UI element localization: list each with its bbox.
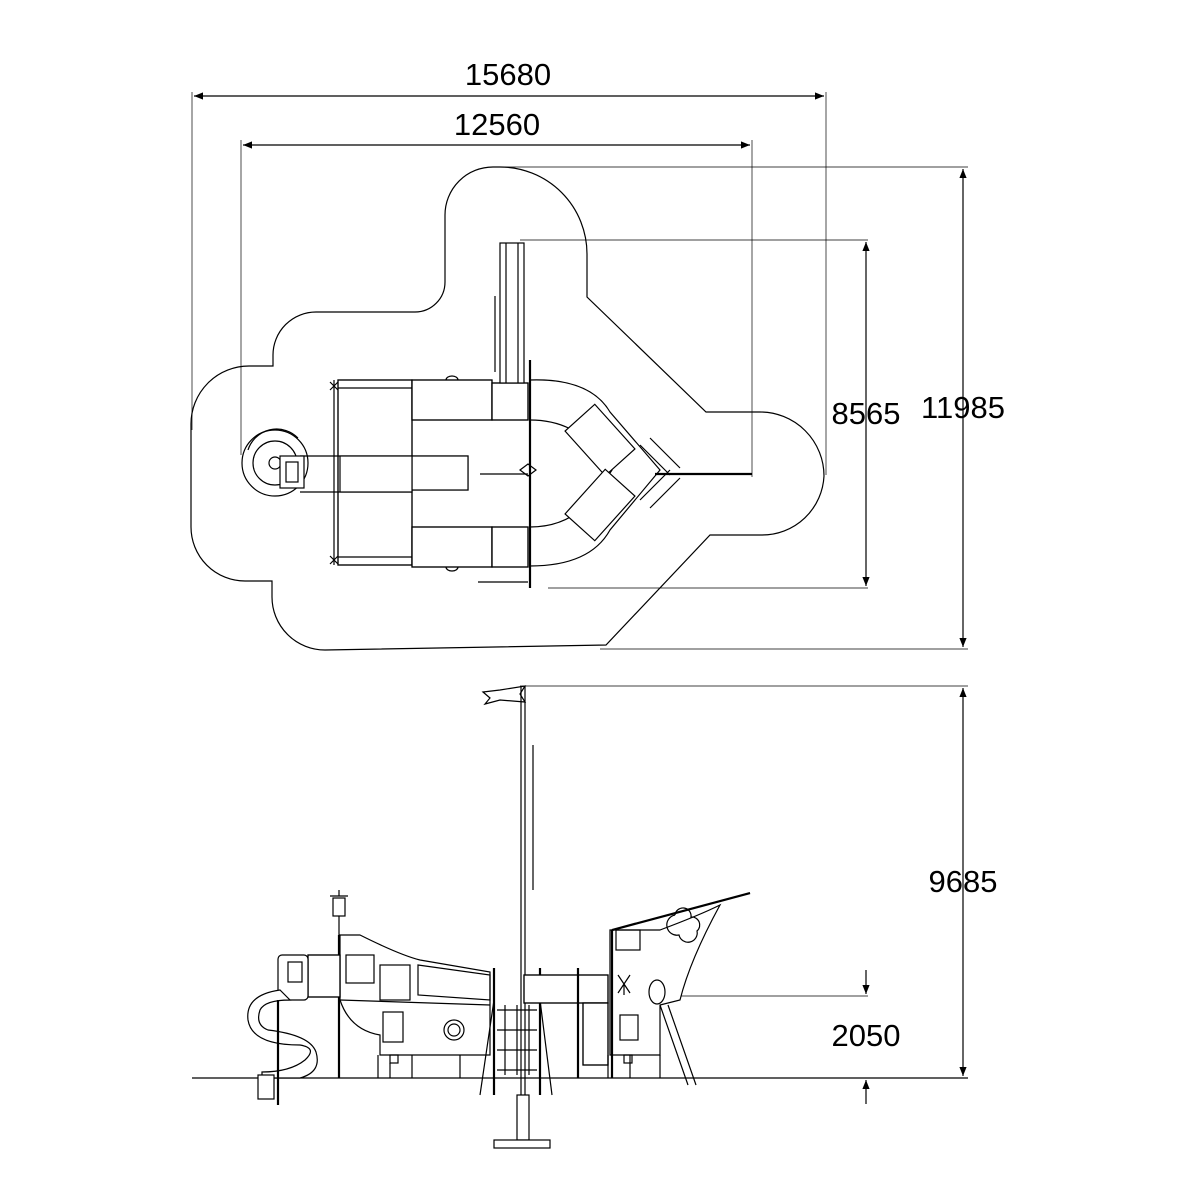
spiral-slide-elevation — [247, 954, 318, 1105]
mast-elevation — [481, 685, 551, 1149]
dimension-equipment-width-label: 12560 — [454, 107, 540, 142]
ladder-rungs — [582, 1002, 609, 1066]
ship-hull-plan — [478, 360, 681, 588]
dimension-overall-width-label: 15680 — [465, 57, 551, 92]
bow-elevation — [607, 891, 751, 1086]
dimension-platform-height: 2050 — [680, 970, 900, 1104]
climbing-net-elevation — [479, 968, 553, 1096]
dimension-overall-width: 15680 — [191, 57, 827, 475]
dimension-overall-depth: 11985 — [500, 166, 1005, 650]
climbing-ladder-plan — [499, 242, 525, 384]
stern-stairs — [307, 954, 341, 998]
dimension-overall-depth-label: 11985 — [921, 390, 1005, 425]
lantern-icon — [332, 897, 346, 917]
porthole-icon — [443, 1019, 465, 1041]
stern-cabin-elevation — [330, 890, 491, 1078]
safety-zone-outline — [190, 166, 825, 651]
flag-icon — [481, 685, 527, 706]
dimension-platform-height-label: 2050 — [832, 1018, 901, 1053]
dimension-total-height-label: 9685 — [929, 864, 998, 899]
lower-walkway-plan — [411, 526, 493, 568]
anchor-icon — [617, 974, 631, 995]
spiral-slide-plan — [241, 428, 309, 497]
cloud-decoration-icon — [666, 907, 701, 943]
stern-window — [345, 954, 375, 984]
dimension-equipment-width: 12560 — [240, 107, 753, 477]
dimension-equipment-depth: 8565 — [520, 239, 901, 589]
dimension-total-height: 9685 — [520, 685, 998, 1076]
plan-view: 15680 12560 8565 11985 — [190, 57, 1005, 651]
upper-walkway-plan — [411, 379, 493, 421]
bridge-elevation — [523, 968, 609, 1078]
side-elevation-view: 9685 2050 — [192, 685, 998, 1149]
dimension-equipment-depth-label: 8565 — [832, 396, 901, 431]
